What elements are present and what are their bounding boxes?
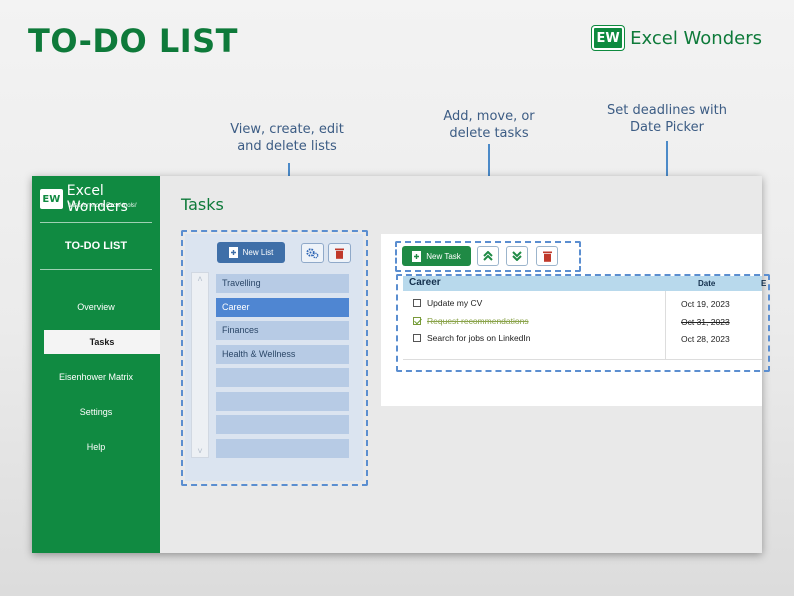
chevron-double-up-icon [483, 251, 493, 261]
gear-icon [306, 247, 319, 258]
doc-plus-icon [412, 250, 422, 262]
move-task-up-button[interactable] [477, 246, 499, 266]
sidebar-item-eisenhower-matrix[interactable]: Eisenhower Matrix [58, 372, 134, 382]
sidebar-divider [40, 222, 152, 223]
sidebar-title: TO-DO LIST [64, 240, 128, 252]
callout-deadlines-line1: Set deadlines with [607, 103, 727, 118]
new-task-label: New Task [426, 251, 461, 261]
task-label[interactable]: Request recommendations [427, 316, 529, 326]
task-checkbox[interactable] [413, 334, 421, 342]
callout-lists: View, create, edit and delete lists [222, 121, 352, 155]
callout-tasks-line1: Add, move, or [443, 109, 535, 124]
list-settings-button[interactable] [301, 243, 324, 263]
task-date[interactable]: Oct 31, 2023 [681, 317, 730, 327]
delete-list-button[interactable] [328, 243, 351, 263]
list-item-empty[interactable] [216, 392, 349, 411]
move-task-down-button[interactable] [506, 246, 528, 266]
sidebar-brand-name: Excel Wonders [66, 183, 128, 215]
sidebar-logo-icon: EW [40, 189, 63, 209]
sidebar-item-help[interactable]: Help [86, 442, 106, 452]
task-label[interactable]: Update my CV [427, 298, 483, 308]
highlight-task-table [396, 274, 770, 372]
task-label[interactable]: Search for jobs on LinkedIn [427, 333, 531, 343]
callout-deadlines: Set deadlines with Date Picker [600, 102, 734, 136]
date-column-header: Date [698, 279, 716, 288]
new-list-button[interactable]: New List [217, 242, 285, 263]
app-window: EW Excel Wonders Visit for more Excel to… [32, 176, 766, 553]
list-item-empty[interactable] [216, 439, 349, 458]
new-list-label: New List [242, 248, 274, 257]
highlight-lists-panel [181, 230, 368, 486]
doc-plus-icon [228, 247, 238, 258]
brand-name: Excel Wonders [630, 27, 762, 49]
callout-tasks: Add, move, or delete tasks [430, 108, 548, 142]
column-divider [665, 291, 666, 360]
task-checkbox-checked[interactable] [413, 317, 421, 325]
task-date[interactable]: Oct 19, 2023 [681, 299, 730, 309]
sidebar-subtitle: Visit for more Excel tools! [69, 203, 137, 209]
chevron-double-down-icon [512, 251, 522, 261]
brand-logo-icon: EW [592, 26, 625, 50]
callout-tasks-line2: delete tasks [449, 126, 529, 141]
extra-column-header: E [761, 279, 767, 288]
sidebar-item-overview[interactable]: Overview [77, 302, 115, 312]
task-category-title: Career [409, 277, 441, 288]
task-table: Update my CV Oct 19, 2023 Request recomm… [403, 291, 762, 360]
scroll-down-icon[interactable]: ˅ [197, 446, 203, 456]
sidebar-item-tasks[interactable]: Tasks [44, 330, 160, 354]
list-item-empty[interactable] [216, 368, 349, 387]
trash-icon [335, 248, 344, 259]
lists-scrollbar[interactable]: ˄ ˅ [191, 272, 209, 458]
list-item-career[interactable]: Career [216, 298, 349, 317]
task-checkbox[interactable] [413, 299, 421, 307]
task-date[interactable]: Oct 28, 2023 [681, 334, 730, 344]
sidebar-brand: EW Excel Wonders [40, 183, 160, 215]
task-table-header: Career Date E [403, 276, 766, 291]
list-item-travelling[interactable]: Travelling [216, 274, 349, 293]
page-heading: TO-DO LIST [28, 22, 238, 60]
task-row[interactable]: Update my CV [413, 295, 482, 311]
new-task-button[interactable]: New Task [402, 246, 471, 266]
trash-icon [542, 251, 552, 262]
sidebar-divider [40, 269, 152, 270]
list-item-finances[interactable]: Finances [216, 321, 349, 340]
callout-lists-line1: View, create, edit [230, 122, 344, 137]
list-item-empty[interactable] [216, 415, 349, 434]
sidebar: EW Excel Wonders Visit for more Excel to… [32, 176, 160, 553]
callout-deadlines-line2: Date Picker [630, 120, 704, 135]
sidebar-item-settings[interactable]: Settings [79, 407, 113, 417]
lists-panel: New List ˄ ˅ Travelling Career Finances … [185, 234, 363, 481]
scroll-up-icon[interactable]: ˄ [197, 274, 203, 284]
delete-task-button[interactable] [536, 246, 558, 266]
task-row[interactable]: Search for jobs on LinkedIn [413, 330, 530, 346]
brand: EW Excel Wonders [592, 26, 762, 50]
callout-lists-line2: and delete lists [237, 139, 337, 154]
task-row[interactable]: Request recommendations [413, 313, 529, 329]
highlight-task-toolbar [395, 241, 581, 272]
list-item-health-wellness[interactable]: Health & Wellness [216, 345, 349, 364]
tasks-panel: New Task Career Date E [381, 234, 766, 406]
page-title: Tasks [181, 195, 224, 214]
